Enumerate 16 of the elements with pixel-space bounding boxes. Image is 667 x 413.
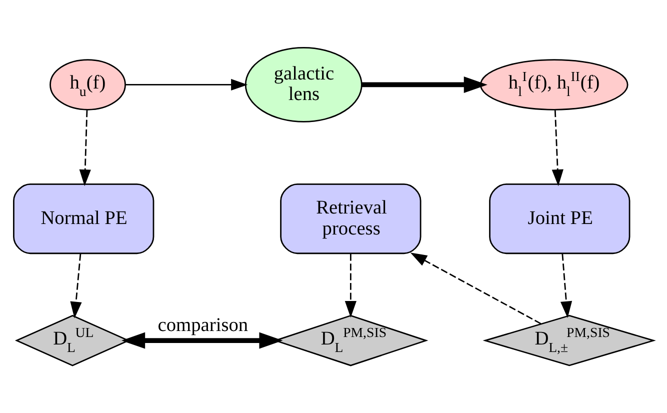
- node-ellipse: galactic lens: [244, 47, 362, 122]
- node-box: Joint PE: [489, 183, 630, 254]
- edge-label: comparison: [158, 315, 248, 336]
- arrow: [362, 76, 488, 93]
- arrow: [560, 254, 572, 318]
- arrow: [552, 110, 564, 186]
- node-ellipse: h$_{l}$$^{I}$(f), h$_{l}$$^{II}$(f): [480, 59, 628, 110]
- arrow: [79, 110, 91, 186]
- node-box: Retrieval process: [280, 183, 422, 254]
- arrow: [70, 254, 82, 318]
- node-ellipse: h$_{u}$(f): [50, 59, 126, 110]
- arrow: [344, 254, 356, 318]
- arrow: [126, 78, 248, 91]
- node-box: Normal PE: [13, 183, 154, 254]
- arrow: [410, 252, 542, 324]
- arrow: [122, 332, 283, 349]
